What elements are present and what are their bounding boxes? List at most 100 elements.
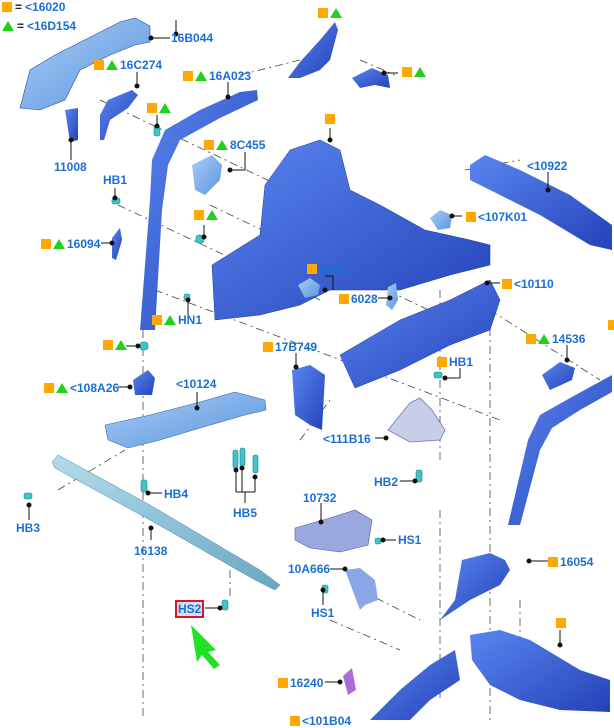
part-10732 <box>294 509 373 553</box>
callout-text: 10A666 <box>288 562 331 576</box>
callout-16C274[interactable]: 16C274 <box>94 58 162 72</box>
part-10A666 <box>345 568 378 610</box>
callout-text: HB5 <box>233 506 258 520</box>
callout-small-bracket-markers[interactable] <box>402 67 426 77</box>
part-lower-wheelhouse <box>470 630 610 712</box>
callout-HB4[interactable]: HB4 <box>164 487 188 501</box>
callout-text: 16A023 <box>209 69 252 83</box>
orange-square-icon <box>556 618 566 628</box>
callout-text: HN1 <box>178 313 203 327</box>
orange-square-icon <box>466 212 476 222</box>
orange-square-icon <box>437 357 447 367</box>
callout-text: HB4 <box>164 487 189 501</box>
green-triangle-icon <box>56 383 68 393</box>
callout-17B749[interactable]: 17B749 <box>263 340 317 354</box>
callout-14536[interactable]: 14536 <box>526 332 585 346</box>
callout-HN1[interactable]: HN1 <box>152 313 202 327</box>
leader-lines <box>26 20 570 685</box>
callout-101B04[interactable]: <101B04 <box>290 714 351 728</box>
orange-square-icon <box>526 334 536 344</box>
callout-HB1-lower[interactable]: HB1 <box>437 355 473 369</box>
callout-HS2[interactable]: HS2 <box>174 600 205 618</box>
part-107K01 <box>430 210 452 230</box>
orange-square-icon <box>94 60 104 70</box>
callout-text: <108A26 <box>70 381 120 395</box>
orange-square-icon <box>339 294 349 304</box>
orange-square-icon <box>41 239 51 249</box>
part-10124 <box>104 391 267 449</box>
part-16240 <box>343 668 356 695</box>
callout-text: 16240 <box>290 676 324 690</box>
callout-text: 8C455 <box>230 138 266 152</box>
callout-HB3[interactable]: HB3 <box>16 521 40 535</box>
callout-wheelhouse-marker[interactable] <box>556 618 566 628</box>
callout-HB1-upper[interactable]: HB1 <box>103 173 127 187</box>
callout-text: HB3 <box>16 521 41 535</box>
callout-108A26[interactable]: <108A26 <box>44 381 119 395</box>
part-10110 <box>339 279 501 389</box>
callout-16B044[interactable]: 16B044 <box>171 31 213 45</box>
orange-square-icon <box>44 383 54 393</box>
green-triangle-icon <box>330 8 342 18</box>
callout-10A666[interactable]: 10A666 <box>288 562 330 576</box>
part-16094 <box>112 228 122 260</box>
callout-107K01[interactable]: <107K01 <box>466 210 527 224</box>
callout-6061[interactable]: 6061 <box>307 262 346 276</box>
orange-square-icon <box>194 210 204 220</box>
part-shock-tower <box>211 139 491 321</box>
callout-HS1-lower[interactable]: HS1 <box>311 606 334 620</box>
callout-6028[interactable]: 6028 <box>339 292 378 306</box>
green-triangle-icon <box>106 60 118 70</box>
callout-fastener-markers[interactable] <box>147 103 171 113</box>
callout-16094[interactable]: 16094 <box>41 237 100 251</box>
part-16054 <box>440 553 510 620</box>
callout-fastener-markers-2[interactable] <box>194 210 218 220</box>
orange-square-icon <box>147 103 157 113</box>
callout-HS1-upper[interactable]: HS1 <box>398 533 421 547</box>
green-triangle-icon <box>2 21 14 31</box>
callout-shock-tower-marker[interactable] <box>325 114 335 124</box>
callout-10110[interactable]: <10110 <box>502 277 554 291</box>
legend-square: = <16020 <box>2 0 65 14</box>
callout-16A023[interactable]: 16A023 <box>183 69 251 83</box>
callout-text: 6028 <box>351 292 378 306</box>
callout-text: <111B16 <box>323 432 371 446</box>
callout-10124[interactable]: <10124 <box>176 377 216 391</box>
callout-16138[interactable]: 16138 <box>134 544 167 558</box>
callout-upper-bracket-markers[interactable] <box>318 8 342 18</box>
legend-equals: = <box>17 19 25 33</box>
callout-text: HS1 <box>398 533 422 547</box>
part-108A26 <box>133 370 155 395</box>
orange-square-icon <box>502 279 512 289</box>
callout-HB5[interactable]: HB5 <box>233 506 257 520</box>
callout-text: 16094 <box>67 237 101 251</box>
part-10922 <box>470 155 612 250</box>
green-triangle-icon <box>538 334 550 344</box>
callout-11008[interactable]: 11008 <box>54 160 87 174</box>
callout-text: <10110 <box>514 277 554 291</box>
orange-square-icon <box>290 716 300 726</box>
callout-text: 16054 <box>560 555 594 569</box>
part-upper-bracket <box>288 22 338 78</box>
callout-8C455[interactable]: 8C455 <box>204 138 265 152</box>
orange-square-icon <box>318 8 328 18</box>
callout-10732[interactable]: 10732 <box>303 491 336 505</box>
orange-square-icon <box>103 340 113 350</box>
callout-text: HB1 <box>103 173 128 187</box>
green-triangle-icon <box>414 67 426 77</box>
callout-HB2[interactable]: HB2 <box>374 475 398 489</box>
callout-111B16[interactable]: <111B16 <box>323 432 371 446</box>
callout-16240[interactable]: 16240 <box>278 676 323 690</box>
orange-square-icon <box>325 114 335 124</box>
green-triangle-icon <box>159 103 171 113</box>
pointer-arrow-icon <box>191 625 220 669</box>
callout-text: 10732 <box>303 491 337 505</box>
orange-square-icon <box>152 315 162 325</box>
callout-nut-markers[interactable] <box>103 340 127 350</box>
callout-text: <107K01 <box>478 210 528 224</box>
callout-edge-marker[interactable] <box>608 320 614 330</box>
callout-16054[interactable]: 16054 <box>548 555 593 569</box>
green-triangle-icon <box>115 340 127 350</box>
callout-10922[interactable]: <10922 <box>527 159 567 173</box>
